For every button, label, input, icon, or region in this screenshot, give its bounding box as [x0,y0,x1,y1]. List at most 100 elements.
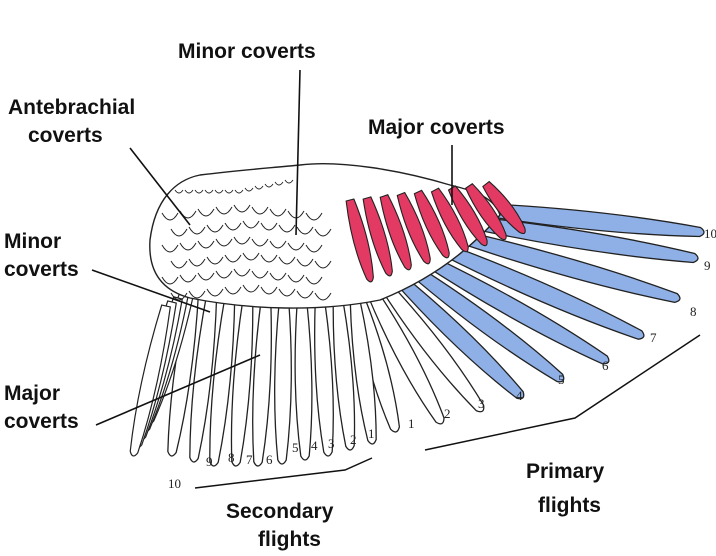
minor-covert-scale [296,258,314,267]
primary-number-4: 4 [516,388,523,403]
minor-covert-scale [296,290,314,299]
secondary-number-8: 8 [228,450,235,465]
secondary-number-6: 6 [266,452,273,467]
secondary-feather-5 [274,301,292,465]
antebrachial-covert-mark [194,189,204,194]
minor-covert-scale [215,206,233,215]
secondary-bracket-line [194,457,373,489]
antebrachial-covert-mark [184,189,194,194]
antebrachial-covert-mark [224,189,234,194]
minor-covert-scale [242,284,260,293]
minor-covert-scale [188,290,206,299]
minor-covert-scale [278,288,296,297]
primary-number-9: 9 [704,258,711,273]
leader-minor-coverts-left [91,269,211,313]
minor-covert-scale [269,272,287,281]
major-covert-feather [430,187,469,253]
minor-covert-scale [206,224,224,233]
major-covert-feather [362,196,393,277]
label-minor-coverts-top: Minor coverts [178,40,316,63]
antebrachial-covert-mark [254,185,264,190]
minor-covert-scale [251,270,269,279]
primary-number-8: 8 [690,304,697,319]
minor-covert-scale [197,240,215,249]
primary-feather-5 [404,260,565,383]
minor-covert-scale [170,228,188,237]
major-covert-feather [396,191,431,265]
primary-number-1: 1 [408,416,415,431]
minor-covert-scale [260,222,278,231]
minor-covert-scale [170,292,188,301]
minor-covert-scale [197,208,215,217]
label-antebrachial-coverts-line2: coverts [28,124,103,147]
secondary-number-9: 9 [206,454,213,469]
secondary-number-2: 2 [350,432,357,447]
primary-feather-4 [391,271,525,400]
leader-major-coverts-left [95,354,261,426]
minor-covert-scale [188,226,206,235]
primary-feather-2 [366,288,445,425]
primary-feather-10 [466,202,705,238]
minor-covert-scale [206,256,224,265]
secondary-number-3: 3 [328,436,335,451]
primary-number-6: 6 [602,358,609,373]
antebrachial-covert-mark [274,181,284,186]
major-covert-feather [482,180,526,235]
minor-covert-scale [287,274,305,283]
primary-number-7: 7 [650,330,657,345]
minor-covert-scale [188,258,206,267]
minor-covert-scale [269,208,287,217]
major-covert-feather [345,198,374,283]
primary-number-2: 2 [444,406,451,421]
secondary-feather-6 [252,299,272,467]
secondary-feather-4 [294,301,313,461]
primary-number-3: 3 [478,396,485,411]
primary-feather-8 [441,226,681,304]
minor-covert-scale [305,212,323,221]
secondary-number-1: 1 [368,426,375,441]
secondary-feather-8 [209,294,236,467]
primary-flight-feathers [354,202,705,433]
secondary-number-7: 7 [246,452,253,467]
minor-covert-scale [296,226,314,235]
minor-covert-scale [278,224,296,233]
minor-covert-scale [161,276,179,285]
leader-lines [91,69,701,489]
minor-covert-scale [305,276,323,285]
minor-covert-scale [269,240,287,249]
major-covert-feather [413,189,450,259]
minor-covert-scale [278,256,296,265]
label-secondary-flights-line1: Secondary [226,500,334,523]
minor-covert-scale [233,268,251,277]
primary-feather-3 [379,279,485,413]
minor-covert-scale [170,260,188,269]
label-major-coverts-left-line2: coverts [4,410,79,433]
minor-covert-scale [242,220,260,229]
major-covert-feather [465,183,507,241]
antebrachial-covert-mark [244,187,254,192]
minor-covert-scale [224,286,242,295]
minor-covert-scale [215,270,233,279]
minor-covert-scale [251,238,269,247]
primary-number-10: 10 [704,226,716,241]
primary-feather-7 [429,238,645,340]
minor-covert-scale [179,242,197,251]
secondary-number-4: 4 [311,438,318,453]
antebrachial-covert-mark [264,183,274,188]
minor-covert-scale [314,292,332,301]
label-primary-flights-line1: Primary [526,460,605,483]
minor-covert-scale [260,286,278,295]
minor-covert-scale [305,244,323,253]
minor-covert-scale [233,236,251,245]
minor-covert-scale [260,254,278,263]
major-covert-feather [447,185,488,247]
primary-number-5: 5 [558,372,565,387]
secondary-feather-1 [349,298,377,445]
antebrachial-covert-mark [234,189,244,194]
label-minor-coverts-left-line2: coverts [4,258,79,281]
minor-covert-scale [287,242,305,251]
covert-feathers [149,163,526,309]
secondary-number-10: 10 [168,476,181,491]
